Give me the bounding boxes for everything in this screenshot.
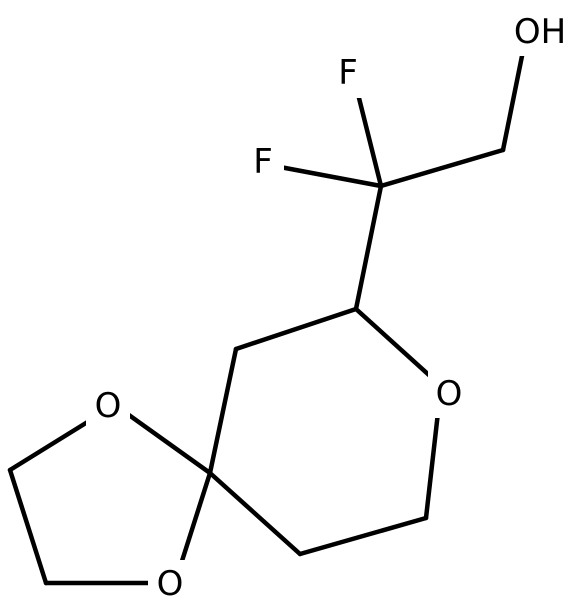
bond-ringc-o [353, 306, 443, 388]
bond-cf2-ringc [353, 183, 384, 312]
atom-o-dioxolane-2: O [148, 560, 192, 608]
bond-oh-ch2 [500, 53, 525, 153]
atom-f1: F [330, 50, 370, 98]
bond-ch2-spiro [207, 346, 239, 476]
bond-cf2-f2 [277, 164, 384, 189]
atom-label-o-ring: O [436, 374, 463, 414]
bonds [7, 53, 525, 586]
atom-labels: OH F F O O O [86, 8, 573, 608]
bond-spiro-o1 [112, 402, 213, 476]
atom-label-f1: F [338, 53, 358, 93]
atom-label-o-dioxolane-2: O [157, 564, 184, 604]
atom-f2: F [244, 138, 284, 186]
bond-ch2b-ch2c [297, 515, 429, 557]
bond-cf2-f1 [354, 87, 384, 189]
bond-ch2-cf2 [378, 147, 506, 189]
bond-ch2d-ch2e [7, 467, 49, 586]
atom-o-dioxolane-1: O [86, 382, 130, 430]
bond-ringc-ch2 [233, 306, 359, 352]
atom-oh: OH [503, 8, 573, 56]
atom-label-oh: OH [514, 12, 566, 52]
atom-label-f2: F [253, 142, 273, 182]
atom-o-ring: O [428, 370, 472, 418]
bond-ch2c-spiro [207, 470, 303, 557]
atom-label-o-dioxolane-1: O [95, 386, 122, 426]
